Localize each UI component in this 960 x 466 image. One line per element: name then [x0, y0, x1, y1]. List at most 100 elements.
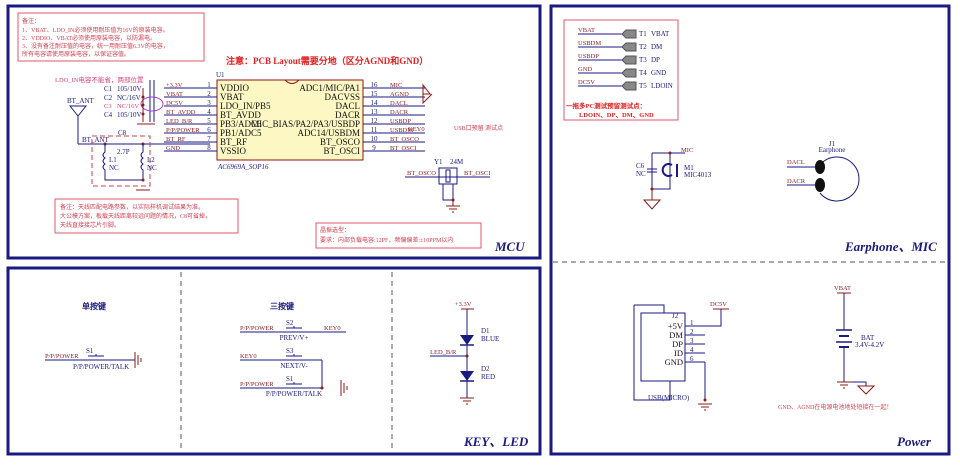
- battery-note: GND、AGND在电源电池地处短接在一起！: [778, 403, 892, 411]
- ic-pin-net: BT_RF: [166, 136, 186, 143]
- testpoint-note-2: LDOIN、DP、DM、GND: [579, 112, 654, 119]
- mic-cap-value: NC: [636, 170, 646, 178]
- battery-value: 3.4V-4.2V: [855, 341, 884, 349]
- mic-ref: M1: [684, 164, 694, 172]
- testpoint-label: DM: [651, 43, 663, 51]
- note-line: 晶振选型：: [320, 226, 350, 234]
- c8-value: 2.7P: [117, 148, 130, 156]
- ic-pin-number: 9: [372, 144, 376, 152]
- testpoint-ref: T1: [639, 30, 647, 38]
- ic-pin-net: BT_OSCO: [390, 136, 419, 143]
- ic-pin-name: VSSIO: [220, 146, 247, 156]
- key-label: PREV/V+: [280, 334, 309, 342]
- earphone-left-net: DACL: [787, 159, 805, 166]
- ic-pin-net: AGND: [390, 91, 409, 98]
- section-title-power: Power: [897, 434, 932, 449]
- l1-value: NC: [109, 164, 119, 172]
- ic-pin-number: 11: [371, 126, 378, 134]
- c8-ref: C8: [118, 129, 127, 137]
- usb-pin-name: DM: [669, 330, 683, 340]
- ic-pin-name: BT_OSCO: [320, 137, 361, 147]
- cap-ref: C2: [104, 94, 113, 102]
- usb-pin-name: DP: [672, 339, 683, 349]
- crystal-note: 晶振选型： 要求：内部负载电容:12PF，频偏偏差:±10PPM以内: [315, 222, 482, 249]
- ic-pin-net: GND: [166, 145, 180, 152]
- crystal-right-net: BT_OSCI: [464, 170, 490, 177]
- crystal-left-net: BT_OSCO: [407, 170, 436, 177]
- battery-net: VBAT: [834, 285, 851, 292]
- cap-ref: C3: [104, 103, 112, 110]
- led-net: LED_B/R: [430, 349, 457, 356]
- ic-pin-net: +3.3V: [166, 82, 183, 89]
- testpoint-ref: T5: [639, 82, 647, 90]
- ic-pin-number: 14: [371, 99, 379, 107]
- testpoint-net: USBDP: [578, 53, 599, 60]
- key-ref: S3: [286, 347, 294, 355]
- usb-pin-number: 2: [690, 328, 694, 336]
- usb-pin-number: 4: [690, 346, 694, 354]
- d1-color: BLUE: [481, 335, 499, 343]
- ic-pin-name: DACVSS: [324, 92, 360, 102]
- ic-pin-number: 4: [207, 108, 211, 116]
- ic-pin-net: USBDP: [390, 118, 411, 125]
- testpoint-net: USBDM: [578, 40, 601, 47]
- ic-pin-number: 3: [207, 99, 211, 107]
- ic-pin-name: VBAT: [220, 92, 244, 102]
- usb-pin-name: GND: [665, 357, 683, 367]
- l1-ref: L1: [109, 156, 117, 164]
- cap-value: NC/16V: [117, 94, 141, 102]
- ic-pin-name: PB1/ADC5: [220, 128, 262, 138]
- ic-pin-number: 10: [371, 135, 379, 143]
- ic-pin-number: 15: [371, 90, 379, 98]
- battery-ref: BAT: [861, 334, 875, 342]
- key-label: NEXT/V-: [280, 362, 308, 370]
- key-led-panel: [6, 266, 542, 456]
- ic-pin-net: P/P/POWER: [166, 127, 200, 134]
- ic-pin-number: 12: [371, 117, 379, 125]
- ic-pin-net: USBDM: [390, 127, 413, 134]
- ic-pin-net: LED_B/R: [166, 118, 193, 125]
- key-switch: [286, 382, 302, 385]
- ic-ref: U1: [216, 71, 225, 79]
- crystal-ref: Y1: [434, 158, 443, 166]
- key-ref: S1: [286, 375, 294, 383]
- mic-cap-ref: C6: [636, 162, 645, 170]
- ic-part: AC6969A_SOP16: [217, 163, 269, 171]
- testpoint-pad: [621, 55, 637, 65]
- testpoint-net: DC5V: [578, 79, 595, 86]
- key-net-out: KEY0: [324, 325, 341, 332]
- triple-key-title: 三按键: [270, 301, 294, 311]
- key-net-in: KEY0: [240, 353, 257, 360]
- ic-pin-name: DACR: [335, 110, 360, 120]
- key-label: P/P/POWER/TALK: [266, 390, 322, 398]
- ic-pin-number: 8: [207, 144, 211, 152]
- ic-pin-name: DACL: [336, 101, 361, 111]
- ic-pin-number: 2: [207, 90, 211, 98]
- ic-pin-name: BT_AVDD: [220, 110, 261, 120]
- usb-testpoint-note: USB口预留 测试点: [454, 124, 503, 132]
- ic-pin-net: DACL: [390, 100, 408, 107]
- testpoint-pad: [621, 29, 637, 39]
- testpoint-label: LDOIN: [651, 82, 673, 90]
- decoupling-caps: C1 105/10V C2 NC/16V C3 NC/16V C4 105/10…: [104, 80, 164, 125]
- crystal-y1: Y1 24M BT_OSCO BT_OSCI: [405, 158, 490, 213]
- cap-ref: C1: [104, 85, 113, 93]
- ic-pin-name: BT_RF: [220, 137, 247, 147]
- ldo-note: LDO_IN电容不能省，两部位置: [55, 75, 144, 84]
- ic-pin-name: ADC1/MIC/PA1: [299, 83, 360, 93]
- testpoint-label: VBAT: [651, 30, 670, 38]
- ic-pin-name: ADC14/USBDM: [297, 128, 360, 138]
- note-line: 1、VBAT、LDO_IN必须使用耐压值为16V的原装电容。: [22, 26, 169, 34]
- key-net-in: P/P/POWER: [240, 381, 274, 388]
- ic-pin-name: VDDIO: [220, 83, 249, 93]
- key0-label: KEY0: [408, 126, 425, 133]
- ic-pin-number: 7: [207, 135, 211, 143]
- single-key: 单按键 P/P/POWER S1 P/P/POWER/TALK: [45, 301, 142, 371]
- triple-keys: 三按键 P/P/POWERS2PREV/V+KEY0KEY0S3NEXT/V-P…: [240, 301, 348, 398]
- ic-pin-number: 5: [207, 117, 211, 125]
- note-line: 大公模方案，板载天线距离较远问题的情况，C8可省掉，: [60, 212, 211, 220]
- ic-pin-net: VBAT: [166, 91, 183, 98]
- earphone-ref: J1: [829, 140, 836, 148]
